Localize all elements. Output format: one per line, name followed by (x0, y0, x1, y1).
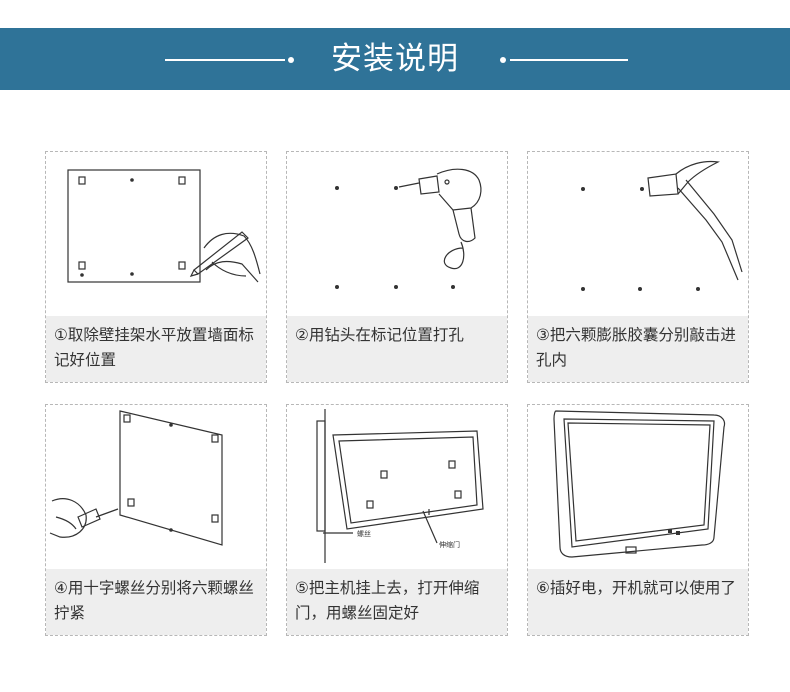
step-5-illustration: 螺丝 伸缩门 (287, 405, 507, 565)
step-card-5: 螺丝 伸缩门 ⑤把主机挂上去，打开伸缩门，用螺丝固定好 (286, 404, 508, 636)
step-card-3: ③把六颗膨胀胶囊分别敲击进孔内 (527, 151, 749, 383)
header-left-line (165, 59, 285, 61)
step-card-4: ④用十字螺丝分别将六颗螺丝拧紧 (45, 404, 267, 636)
step-3-illustration (528, 152, 748, 312)
header-left-dot (288, 57, 294, 63)
page-title: 安装说明 (331, 41, 459, 77)
step-5-caption: ⑤把主机挂上去，打开伸缩门，用螺丝固定好 (287, 569, 507, 635)
step-1-illustration (46, 152, 266, 312)
step-4-caption: ④用十字螺丝分别将六颗螺丝拧紧 (46, 569, 266, 635)
header-right-line (510, 59, 628, 61)
step-card-1: ①取除壁挂架水平放置墙面标记好位置 (45, 151, 267, 383)
sliding-door-label: 伸缩门 (439, 540, 460, 549)
step-1-caption: ①取除壁挂架水平放置墙面标记好位置 (46, 316, 266, 382)
step-4-illustration (46, 405, 266, 565)
step-card-6: ⑥插好电，开机就可以使用了 (527, 404, 749, 636)
header-right-dot (500, 57, 506, 63)
step-3-caption: ③把六颗膨胀胶囊分别敲击进孔内 (528, 316, 748, 382)
step-6-caption: ⑥插好电，开机就可以使用了 (528, 569, 748, 635)
step-6-illustration (528, 405, 748, 565)
header-banner: 安装说明 (0, 28, 790, 90)
screw-label: 螺丝 (357, 529, 371, 538)
step-card-2: ②用钻头在标记位置打孔 (286, 151, 508, 383)
step-2-illustration (287, 152, 507, 312)
step-2-caption: ②用钻头在标记位置打孔 (287, 316, 507, 382)
